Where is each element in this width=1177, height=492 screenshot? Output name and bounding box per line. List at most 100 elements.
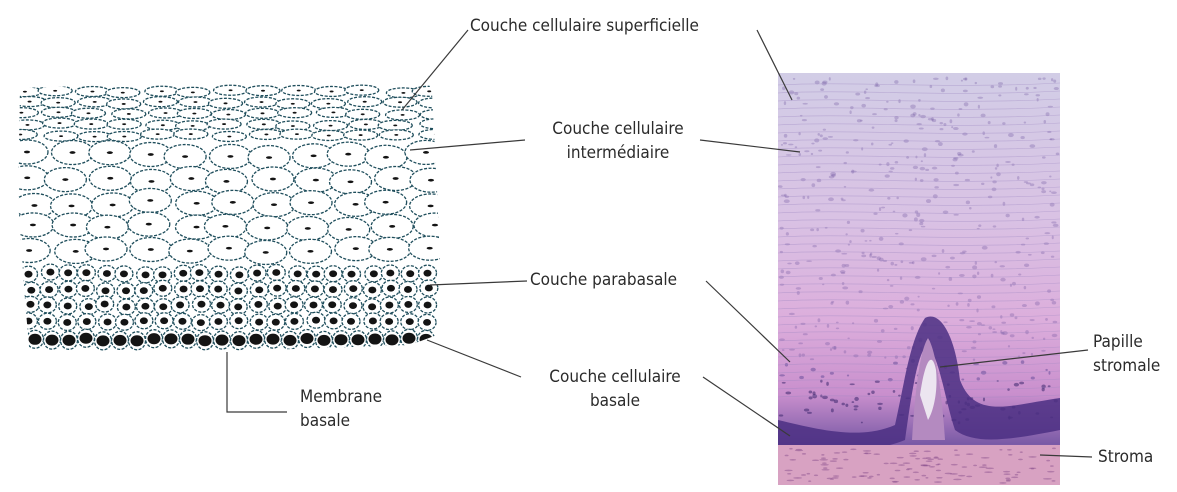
cell-nucleus — [327, 135, 331, 137]
cell-nucleus — [423, 319, 431, 326]
cell-nucleus — [260, 101, 264, 103]
stroma-fiber — [865, 452, 868, 454]
cell-nucleus — [80, 333, 93, 344]
leader-parabasale-left — [430, 281, 527, 285]
cell-nucleus — [121, 92, 125, 94]
micrograph-nucleus — [920, 179, 924, 182]
micrograph-nucleus — [950, 119, 953, 123]
cell-nucleus — [297, 90, 301, 92]
micrograph-nucleus — [810, 229, 814, 232]
micrograph-nucleus — [871, 391, 875, 394]
micrograph-nucleus — [1026, 182, 1031, 184]
cell-nucleus — [406, 270, 414, 277]
cell-nucleus — [27, 287, 35, 294]
stroma-fiber — [954, 449, 958, 451]
stroma-fiber — [895, 470, 901, 472]
micrograph-nucleus — [1026, 87, 1029, 90]
micrograph-nucleus — [798, 342, 803, 344]
micrograph-nucleus — [921, 160, 923, 162]
micrograph-nucleus — [857, 119, 862, 122]
stroma-fiber — [789, 448, 792, 450]
cell-nucleus — [335, 334, 348, 345]
micrograph-nucleus — [830, 399, 835, 402]
micrograph-nucleus — [906, 156, 909, 159]
cell-nucleus — [180, 286, 188, 293]
micrograph-nucleus — [921, 226, 926, 228]
micrograph-nucleus — [996, 164, 998, 168]
micrograph-nucleus — [1042, 388, 1045, 392]
cell-nucleus — [224, 102, 228, 104]
micrograph-nucleus — [983, 398, 985, 402]
cell-nucleus — [308, 201, 314, 204]
micrograph-nucleus — [1044, 232, 1050, 234]
micrograph-nucleus — [801, 178, 806, 181]
micrograph-nucleus — [1053, 224, 1059, 227]
micrograph-nucleus — [829, 77, 831, 81]
micrograph-nucleus — [991, 85, 995, 88]
micrograph-nucleus — [902, 213, 907, 217]
cell-nucleus — [352, 334, 365, 345]
cell-nucleus — [146, 223, 152, 226]
stroma-fiber — [807, 473, 811, 475]
micrograph-nucleus — [846, 151, 849, 153]
leader-superficielle-right — [757, 30, 792, 100]
stroma-fiber — [890, 463, 898, 465]
micrograph-nucleus — [783, 142, 787, 144]
cell-nucleus — [435, 123, 439, 125]
micrograph-nucleus — [1051, 256, 1054, 258]
stroma-fiber — [812, 459, 819, 461]
cell-nucleus — [53, 90, 57, 92]
micrograph-nucleus — [1051, 191, 1057, 194]
stroma-fiber — [1018, 459, 1023, 461]
micrograph-nucleus — [981, 114, 986, 118]
micrograph-nucleus — [890, 167, 894, 170]
cell-nucleus — [229, 89, 233, 91]
micrograph-nucleus — [819, 277, 823, 280]
micrograph-nucleus — [1042, 77, 1045, 79]
micrograph-nucleus — [932, 167, 937, 170]
micrograph-nucleus — [893, 362, 898, 365]
cell-nucleus — [361, 113, 365, 115]
cell-nucleus — [62, 178, 68, 181]
micrograph-nucleus — [895, 355, 898, 358]
cell-nucleus — [102, 287, 110, 294]
stroma-fiber — [938, 458, 944, 460]
micrograph-nucleus — [992, 328, 995, 330]
cell-nucleus — [104, 226, 110, 229]
cell-nucleus — [347, 318, 355, 325]
cell-nucleus — [28, 101, 32, 103]
micrograph-nucleus — [1020, 136, 1024, 139]
micrograph-nucleus — [995, 167, 997, 170]
cell-nucleus — [318, 335, 331, 346]
micrograph-nucleus — [861, 422, 863, 424]
cell-nucleus — [420, 334, 433, 345]
micrograph-nucleus — [795, 326, 797, 329]
stroma-fiber — [934, 481, 942, 483]
micrograph-nucleus — [797, 97, 800, 100]
cell-nucleus — [56, 102, 60, 104]
cell-nucleus — [370, 270, 378, 277]
cell-nucleus — [142, 271, 150, 278]
stroma-fiber — [982, 464, 986, 466]
micrograph-nucleus — [1047, 289, 1051, 292]
cell-nucleus — [434, 134, 438, 136]
stroma-fiber — [914, 479, 920, 481]
cell-nucleus — [222, 123, 226, 125]
micrograph-nucleus — [872, 113, 877, 115]
epithelium-drawing — [0, 60, 460, 370]
micrograph-nucleus — [1000, 278, 1005, 282]
micrograph-nucleus — [972, 274, 976, 278]
cell-nucleus — [383, 201, 389, 204]
micrograph-nucleus — [950, 257, 955, 260]
stroma-fiber — [897, 457, 904, 459]
micrograph-nucleus — [846, 301, 850, 305]
micrograph-nucleus — [865, 97, 870, 99]
cell-nucleus — [197, 301, 205, 308]
stroma-fiber — [1003, 471, 1010, 473]
cell-nucleus — [189, 133, 193, 135]
cell-nucleus — [217, 302, 225, 309]
cell-nucleus — [122, 123, 126, 125]
stroma-fiber — [1050, 465, 1054, 467]
cell-nucleus — [294, 270, 302, 277]
cell-nucleus — [73, 250, 79, 253]
